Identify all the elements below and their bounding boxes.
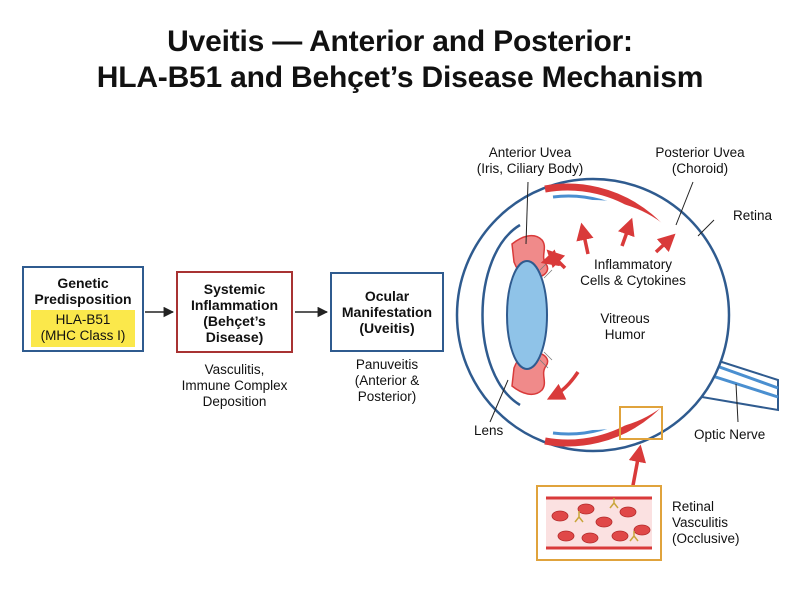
- optic-nerve-label: Optic Nerve: [694, 427, 766, 442]
- genetic-predisposition-box: Genetic Predisposition HLA-B51 (MHC Clas…: [22, 266, 144, 352]
- systemic-inflammation-box: Systemic Inflammation (Behçet’s Disease): [176, 271, 293, 353]
- title-line-2: HLA-B51 and Behçet’s Disease Mechanism: [96, 61, 704, 94]
- retinal-vasculitis-label: Retinal Vasculitis (Occlusive): [672, 499, 740, 547]
- ocular-caption-line-2: (Anterior &: [354, 373, 420, 388]
- inset-label-line-2: Vasculitis: [672, 515, 729, 530]
- highlight-line-1: HLA-B51: [55, 312, 111, 327]
- posterior-uvea-line-2: (Choroid): [671, 161, 729, 176]
- vitreous-line-1: Vitreous: [600, 311, 650, 326]
- highlight-line-2: (MHC Class I): [40, 328, 126, 343]
- leader-optic-nerve: [735, 383, 739, 423]
- posterior-uvea-label: Posterior Uvea (Choroid): [645, 145, 755, 177]
- inset-label-line-3: (Occlusive): [672, 531, 740, 546]
- inflammation-arrow-5: [654, 233, 676, 254]
- title-line-1: Uveitis — Anterior and Posterior:: [167, 25, 633, 58]
- inflammatory-line-2: Cells & Cytokines: [580, 273, 686, 288]
- systemic-heading-line-2: Inflammation: [190, 297, 279, 313]
- leader-anterior-uvea: [525, 181, 529, 245]
- systemic-caption-line-3: Deposition: [202, 394, 267, 409]
- genetic-heading-line-2: Predisposition: [34, 291, 132, 307]
- ocular-heading-line-1: Ocular: [364, 288, 410, 304]
- ocular-caption-line-3: Posterior): [357, 389, 417, 404]
- posterior-uvea-line-1: Posterior Uvea: [655, 145, 745, 160]
- vessel-highlight-box: [619, 406, 663, 440]
- systemic-caption: Vasculitis, Immune Complex Deposition: [166, 362, 303, 410]
- vasculitis-inset: [536, 485, 662, 561]
- inflammation-arrow-2: [540, 249, 561, 267]
- ocular-caption: Panuveitis (Anterior & Posterior): [325, 357, 449, 405]
- systemic-heading-line-1: Systemic: [203, 281, 266, 297]
- leader-posterior-uvea: [675, 181, 694, 226]
- retina-label: Retina: [733, 208, 773, 223]
- ocular-manifestation-box: Ocular Manifestation (Uveitis): [330, 272, 444, 352]
- ocular-heading-line-2: Manifestation: [341, 304, 433, 320]
- ocular-caption-line-1: Panuveitis: [355, 357, 419, 372]
- systemic-caption-line-1: Vasculitis,: [204, 362, 265, 377]
- inflammatory-cells-label: Inflammatory Cells & Cytokines: [578, 257, 688, 289]
- inflammation-arrow-4: [618, 217, 635, 247]
- systemic-caption-line-2: Immune Complex: [181, 378, 288, 393]
- leader-retina: [697, 219, 715, 237]
- anterior-uvea-label: Anterior Uvea (Iris, Ciliary Body): [470, 145, 590, 177]
- genetic-heading-line-1: Genetic: [57, 275, 109, 291]
- inflammation-arrow-lower: [546, 371, 580, 400]
- systemic-heading-line-3: (Behçet’s: [203, 313, 266, 329]
- inflammation-arrow-3: [576, 222, 594, 255]
- vitreous-line-2: Humor: [604, 327, 646, 342]
- inflammatory-line-1: Inflammatory: [593, 257, 673, 272]
- anterior-uvea-line-1: Anterior Uvea: [488, 145, 572, 160]
- ocular-heading-line-3: (Uveitis): [359, 320, 415, 336]
- anterior-uvea-line-2: (Iris, Ciliary Body): [476, 161, 584, 176]
- leader-lens: [489, 379, 509, 423]
- lens-label: Lens: [474, 423, 504, 438]
- vitreous-humor-label: Vitreous Humor: [585, 311, 665, 343]
- diagram-title: Uveitis — Anterior and Posterior: HLA-B5…: [0, 24, 800, 96]
- systemic-heading-line-4: Disease): [205, 329, 264, 345]
- inset-label-line-1: Retinal: [672, 499, 715, 514]
- hla-b51-highlight: HLA-B51 (MHC Class I): [31, 310, 135, 347]
- lens-shape: [506, 260, 548, 370]
